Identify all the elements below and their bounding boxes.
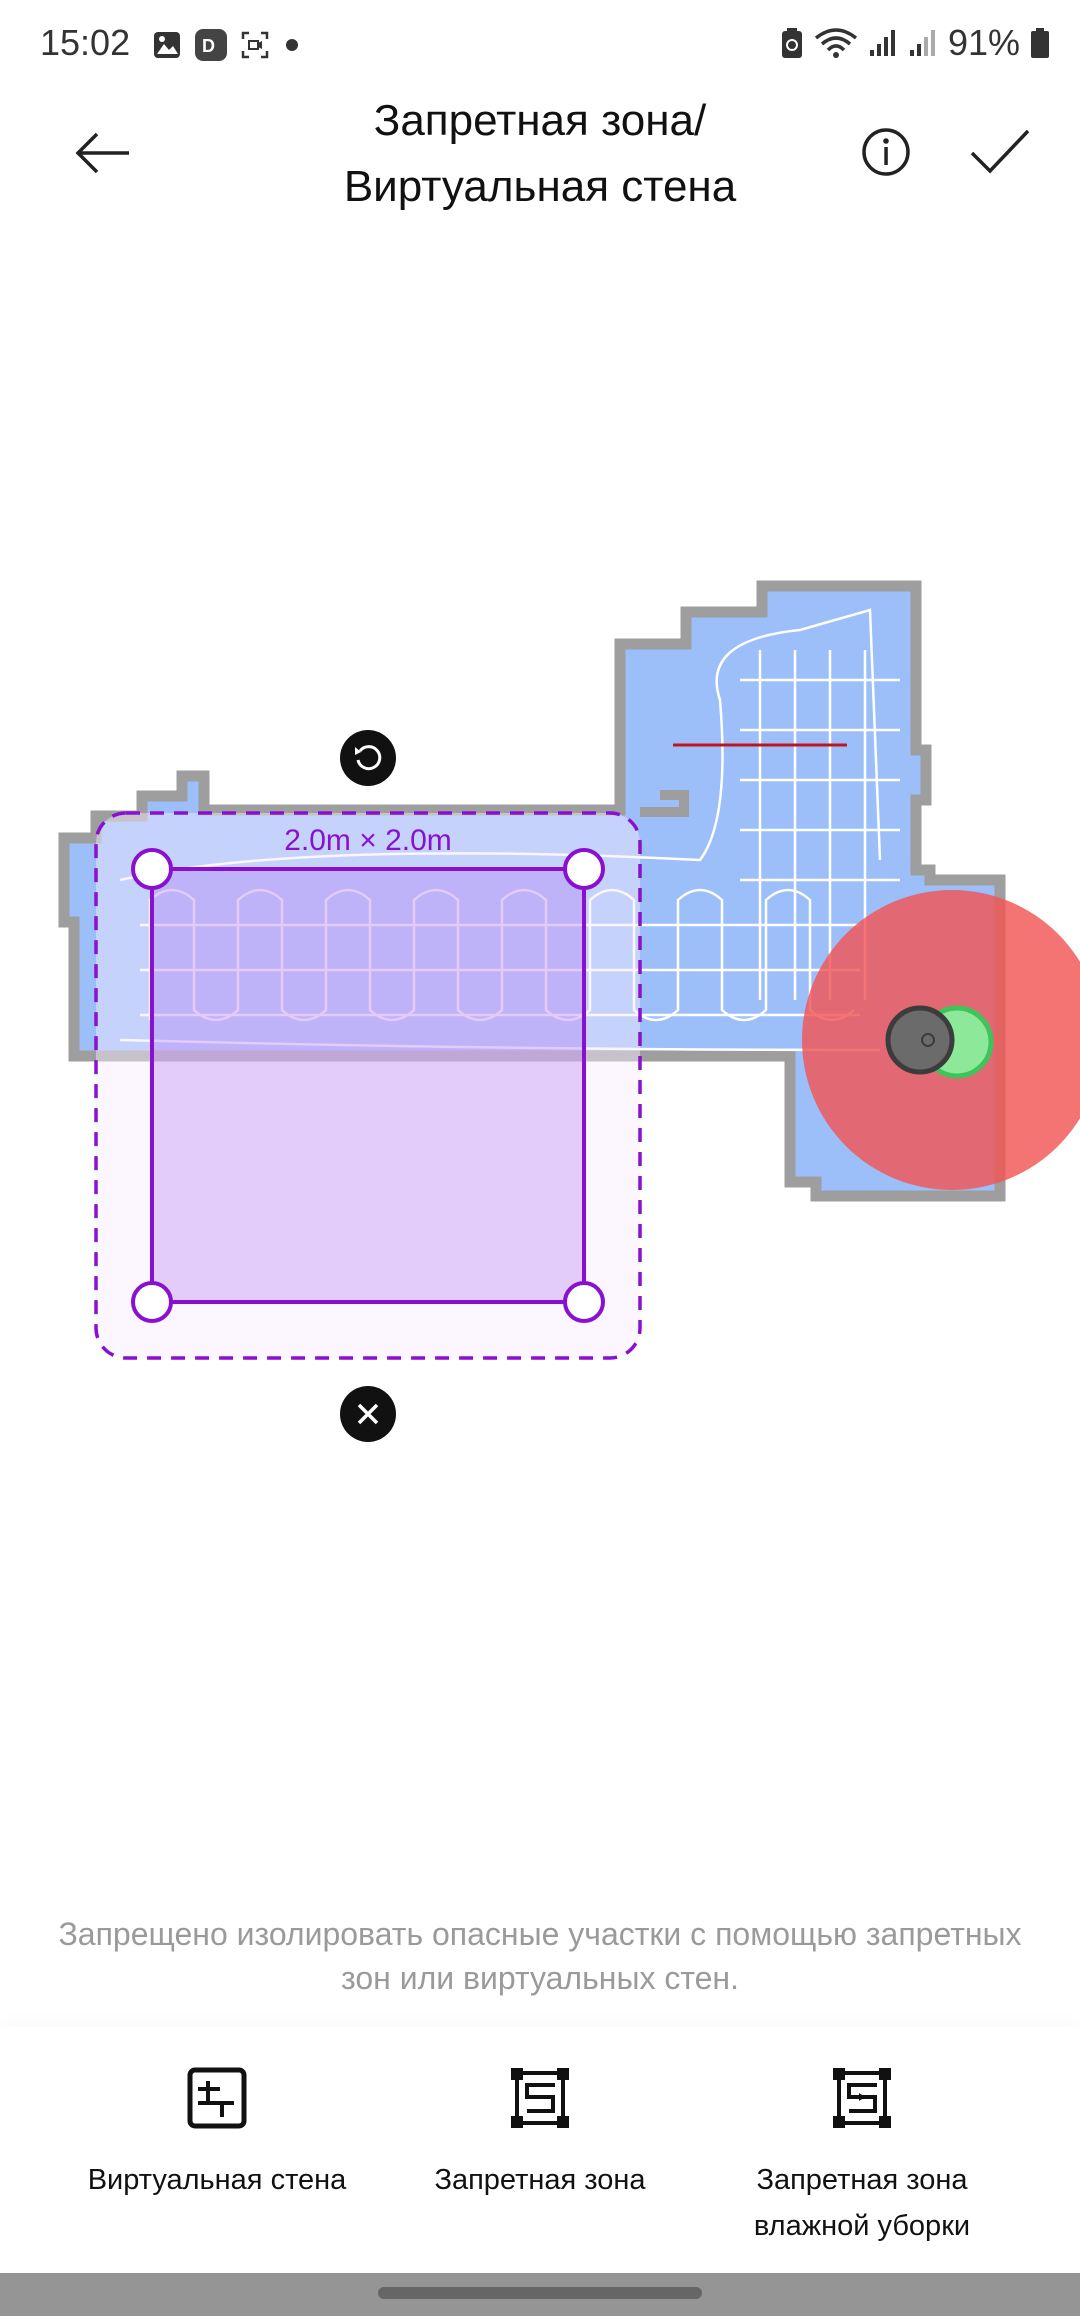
zone-bounds-dashed [94, 811, 642, 1360]
delete-zone-button[interactable] [340, 1386, 396, 1442]
title-line-1: Запретная зона/ [373, 96, 707, 145]
navigation-bar [0, 2273, 1080, 2316]
no-go-zone-editor[interactable] [94, 811, 642, 1360]
no-go-zone-rect[interactable] [150, 867, 586, 1304]
info-icon [862, 128, 910, 176]
battery-percent: 91% [947, 22, 1020, 63]
signal-icon [869, 30, 895, 56]
notification-icons: D [152, 28, 302, 62]
cleaning-path [119, 608, 882, 882]
zone-handle-top-left[interactable] [131, 848, 173, 890]
cleaning-paths [119, 608, 900, 1052]
close-icon [357, 1403, 379, 1425]
virtual-wall-icon [187, 2067, 247, 2129]
wall-notch [640, 790, 689, 817]
tool-label: Запретная зона [434, 2164, 646, 2196]
d-app-icon: D [195, 29, 227, 61]
info-button[interactable] [852, 118, 920, 186]
zone-handle-bottom-left[interactable] [131, 1281, 173, 1323]
robot-and-dock [885, 1005, 994, 1079]
battery-icon [1031, 28, 1049, 58]
system-icons: 91% [780, 22, 1050, 64]
back-button[interactable] [70, 120, 136, 186]
confirm-button[interactable] [962, 118, 1038, 186]
gallery-icon [154, 32, 180, 58]
zone-size-label: 2.0m × 2.0m [284, 824, 452, 857]
battery-saver-icon [781, 28, 802, 58]
screen-record-icon [241, 31, 269, 59]
tool-no-mop-zone[interactable]: Запретная зона влажной уборки [692, 2067, 1032, 2249]
tool-no-go-zone[interactable]: Запретная зона [370, 2067, 710, 2203]
no-go-zone-icon [511, 2068, 569, 2128]
zone-handle-top-right[interactable] [563, 848, 605, 890]
svg-text:D: D [202, 36, 215, 56]
check-icon [970, 129, 1030, 174]
cleaning-path [148, 888, 855, 1022]
arrow-left-icon [75, 132, 129, 174]
cleaning-path [119, 1038, 881, 1052]
signal-icon-2 [909, 30, 935, 56]
robot-icon [885, 1005, 955, 1075]
hint-text: Запрещено изолировать опасные участки с … [58, 1916, 1022, 1996]
tool-label: Запретная зона влажной уборки [753, 2164, 971, 2242]
dot-icon [286, 39, 298, 51]
zone-handle-bottom-right[interactable] [563, 1281, 605, 1323]
no-mop-zone-icon [833, 2068, 891, 2128]
title-line-2: Виртуальная стена [343, 162, 737, 211]
rotate-icon [355, 745, 382, 771]
page-title: Запретная зона/ Виртуальная стена [200, 88, 880, 220]
bottom-toolbar: Виртуальная стена Запретная зона Запретн… [0, 2027, 1080, 2273]
wifi-icon [814, 28, 858, 58]
home-gesture-handle[interactable] [378, 2287, 702, 2299]
status-bar: 15:02 D 91% [0, 0, 1080, 90]
floor-map [58, 580, 1006, 1202]
tool-virtual-wall[interactable]: Виртуальная стена [47, 2067, 387, 2203]
tool-label: Виртуальная стена [87, 2164, 347, 2196]
status-time: 15:02 [40, 22, 131, 63]
rotate-zone-button[interactable] [340, 730, 396, 786]
